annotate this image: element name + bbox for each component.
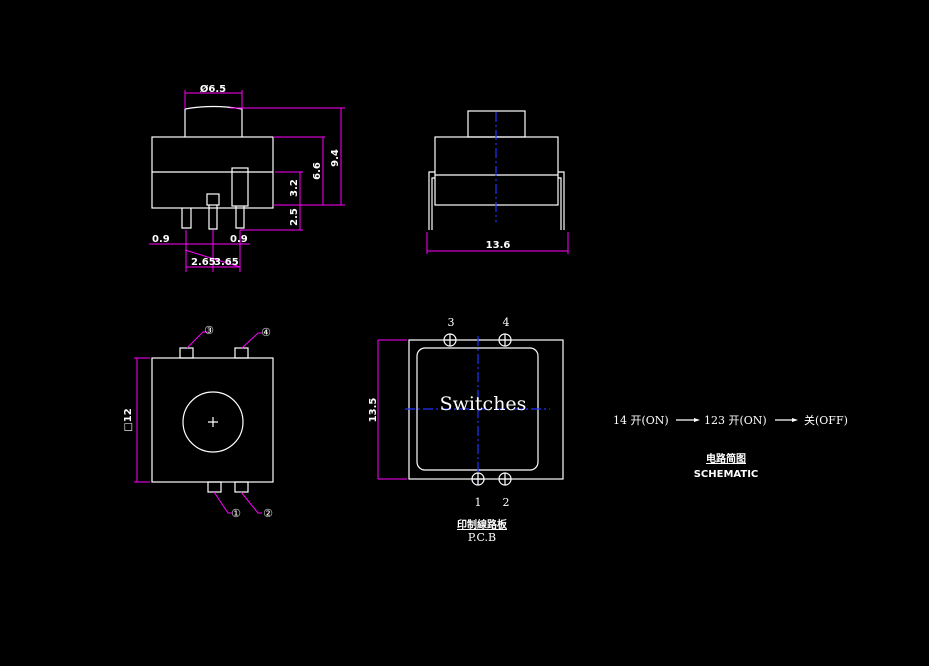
pcb-holes bbox=[443, 333, 512, 486]
dim-upper: 3.2 bbox=[289, 179, 300, 197]
pcb-view: 13.5 Switches 3 4 1 2 印制線路板 P.C.B bbox=[368, 316, 564, 544]
dimension-lines bbox=[149, 90, 345, 272]
dim-cap-diameter: Ø6.5 bbox=[200, 83, 226, 95]
dim-square: □12 bbox=[123, 408, 134, 431]
pcb-title-en: P.C.B bbox=[468, 531, 496, 544]
state-3: 关(OFF) bbox=[804, 413, 848, 427]
dim-body-height: 6.6 bbox=[312, 162, 323, 180]
pcb-pin-4: 4 bbox=[503, 316, 510, 329]
pcb-pin-1: 1 bbox=[475, 496, 482, 509]
front-view: 13.6 bbox=[426, 110, 569, 254]
pcb-text: Switches bbox=[440, 393, 527, 415]
pin-label-3: ③ bbox=[204, 324, 214, 337]
dim-pitch-b: 3.65 bbox=[214, 257, 239, 268]
bottom-view: □12 ③ ④ ① ② bbox=[123, 324, 274, 520]
schematic-title-cn: 电路简图 bbox=[706, 452, 746, 465]
pcb-pin-2: 2 bbox=[503, 496, 510, 509]
pcb-pin-3: 3 bbox=[448, 316, 455, 329]
pin-label-1: ① bbox=[231, 507, 241, 520]
pins bbox=[181, 205, 245, 230]
state-2: 123 开(ON) bbox=[704, 414, 767, 427]
side-view: Ø6.5 9.4 6.6 3.2 2.5 0.9 0.9 2.65 3.65 bbox=[149, 83, 345, 272]
dim-width: 13.6 bbox=[486, 240, 511, 251]
dim-height: 13.5 bbox=[368, 398, 379, 423]
dim-pin-left: 0.9 bbox=[152, 234, 170, 245]
dim-pin-length: 2.5 bbox=[289, 208, 300, 226]
state-1: 14 开(ON) bbox=[613, 414, 669, 427]
pin-label-4: ④ bbox=[261, 326, 271, 339]
cap-outline bbox=[184, 105, 243, 137]
pin-label-2: ② bbox=[263, 507, 273, 520]
dim-pitch-a: 2.65 bbox=[191, 257, 216, 268]
dim-total-height: 9.4 bbox=[330, 149, 341, 167]
leads bbox=[428, 171, 565, 230]
pcb-title-cn: 印制線路板 bbox=[457, 518, 508, 531]
schematic-title-en: SCHEMATIC bbox=[694, 469, 759, 480]
dim-pin-right: 0.9 bbox=[230, 234, 248, 245]
schematic: 14 开(ON) 123 开(ON) 关(OFF) 电路简图 SCHEMATIC bbox=[613, 413, 848, 480]
